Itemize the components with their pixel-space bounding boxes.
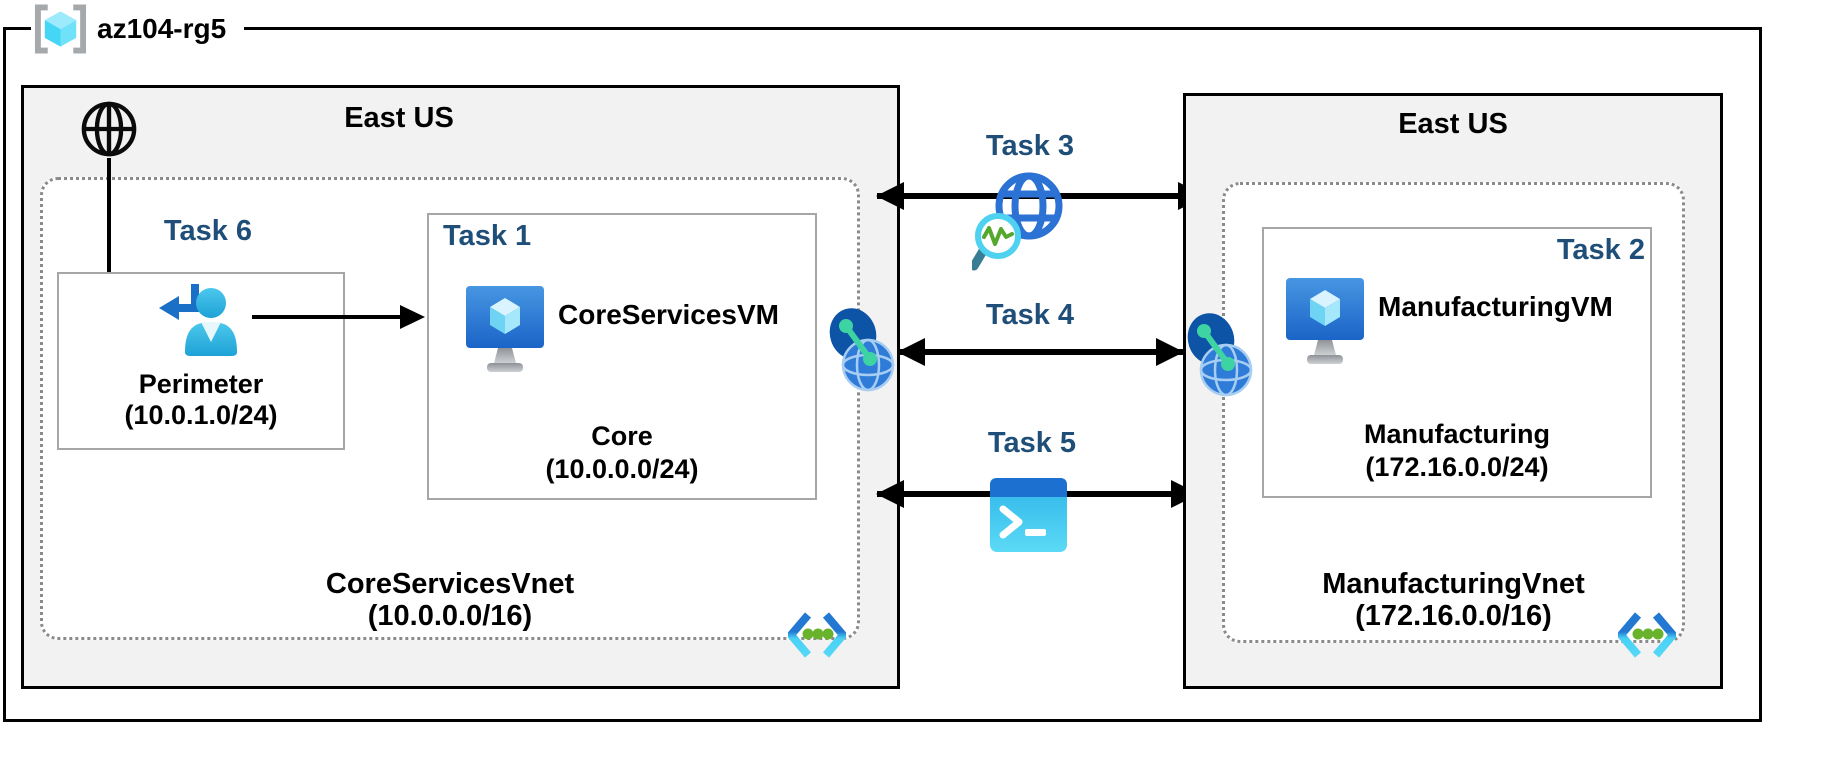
resource-group-icon <box>34 4 87 54</box>
core-subnet-box <box>427 213 817 500</box>
task3-label: Task 3 <box>985 130 1075 162</box>
vnet-peering-icon-right <box>1187 313 1253 397</box>
virtual-network-icon-left <box>788 612 846 658</box>
region-label-right: East US <box>1398 108 1508 140</box>
core-vnet-cidr: (10.0.0.0/16) <box>367 600 533 632</box>
perimeter-to-core-arrow-line <box>252 315 402 319</box>
vnet-peering-icon-left <box>829 308 895 392</box>
resource-group-name: az104-rg5 <box>97 13 227 44</box>
internet-globe-icon <box>81 101 137 157</box>
task5-label: Task 5 <box>987 427 1077 459</box>
core-subnet-cidr: (10.0.0.0/24) <box>545 454 699 484</box>
perimeter-user-signin-icon <box>159 284 237 356</box>
cloud-shell-icon <box>990 478 1067 552</box>
resource-group-legend: az104-rg5 <box>31 1 245 57</box>
perimeter-subnet-name: Perimeter <box>138 369 264 399</box>
manufacturing-vnet-name: ManufacturingVnet <box>1322 568 1585 600</box>
manufacturing-subnet-name: Manufacturing <box>1364 419 1550 449</box>
core-services-vm-name: CoreServicesVM <box>558 299 780 330</box>
manufacturing-vnet-cidr: (172.16.0.0/16) <box>1355 600 1552 632</box>
perimeter-to-core-arrowhead <box>400 305 425 329</box>
task6-label: Task 6 <box>163 215 253 247</box>
core-subnet-name: Core <box>591 421 653 451</box>
region-label-left: East US <box>344 102 454 134</box>
internet-to-perimeter-arrow-line <box>107 158 111 320</box>
manufacturing-subnet-cidr: (172.16.0.0/24) <box>1365 452 1549 482</box>
perimeter-subnet-cidr: (10.0.1.0/24) <box>124 400 278 430</box>
core-services-vm-icon <box>466 286 544 372</box>
core-vnet-name: CoreServicesVnet <box>325 568 575 600</box>
task2-label: Task 2 <box>1556 234 1645 266</box>
network-watcher-icon <box>972 172 1063 271</box>
task4-label: Task 4 <box>985 299 1075 331</box>
virtual-network-icon-right <box>1618 612 1676 658</box>
manufacturing-vm-name: ManufacturingVM <box>1378 291 1613 322</box>
task4-peering-arrow <box>898 349 1183 355</box>
manufacturing-vm-icon <box>1286 278 1364 364</box>
task1-label: Task 1 <box>443 220 532 252</box>
